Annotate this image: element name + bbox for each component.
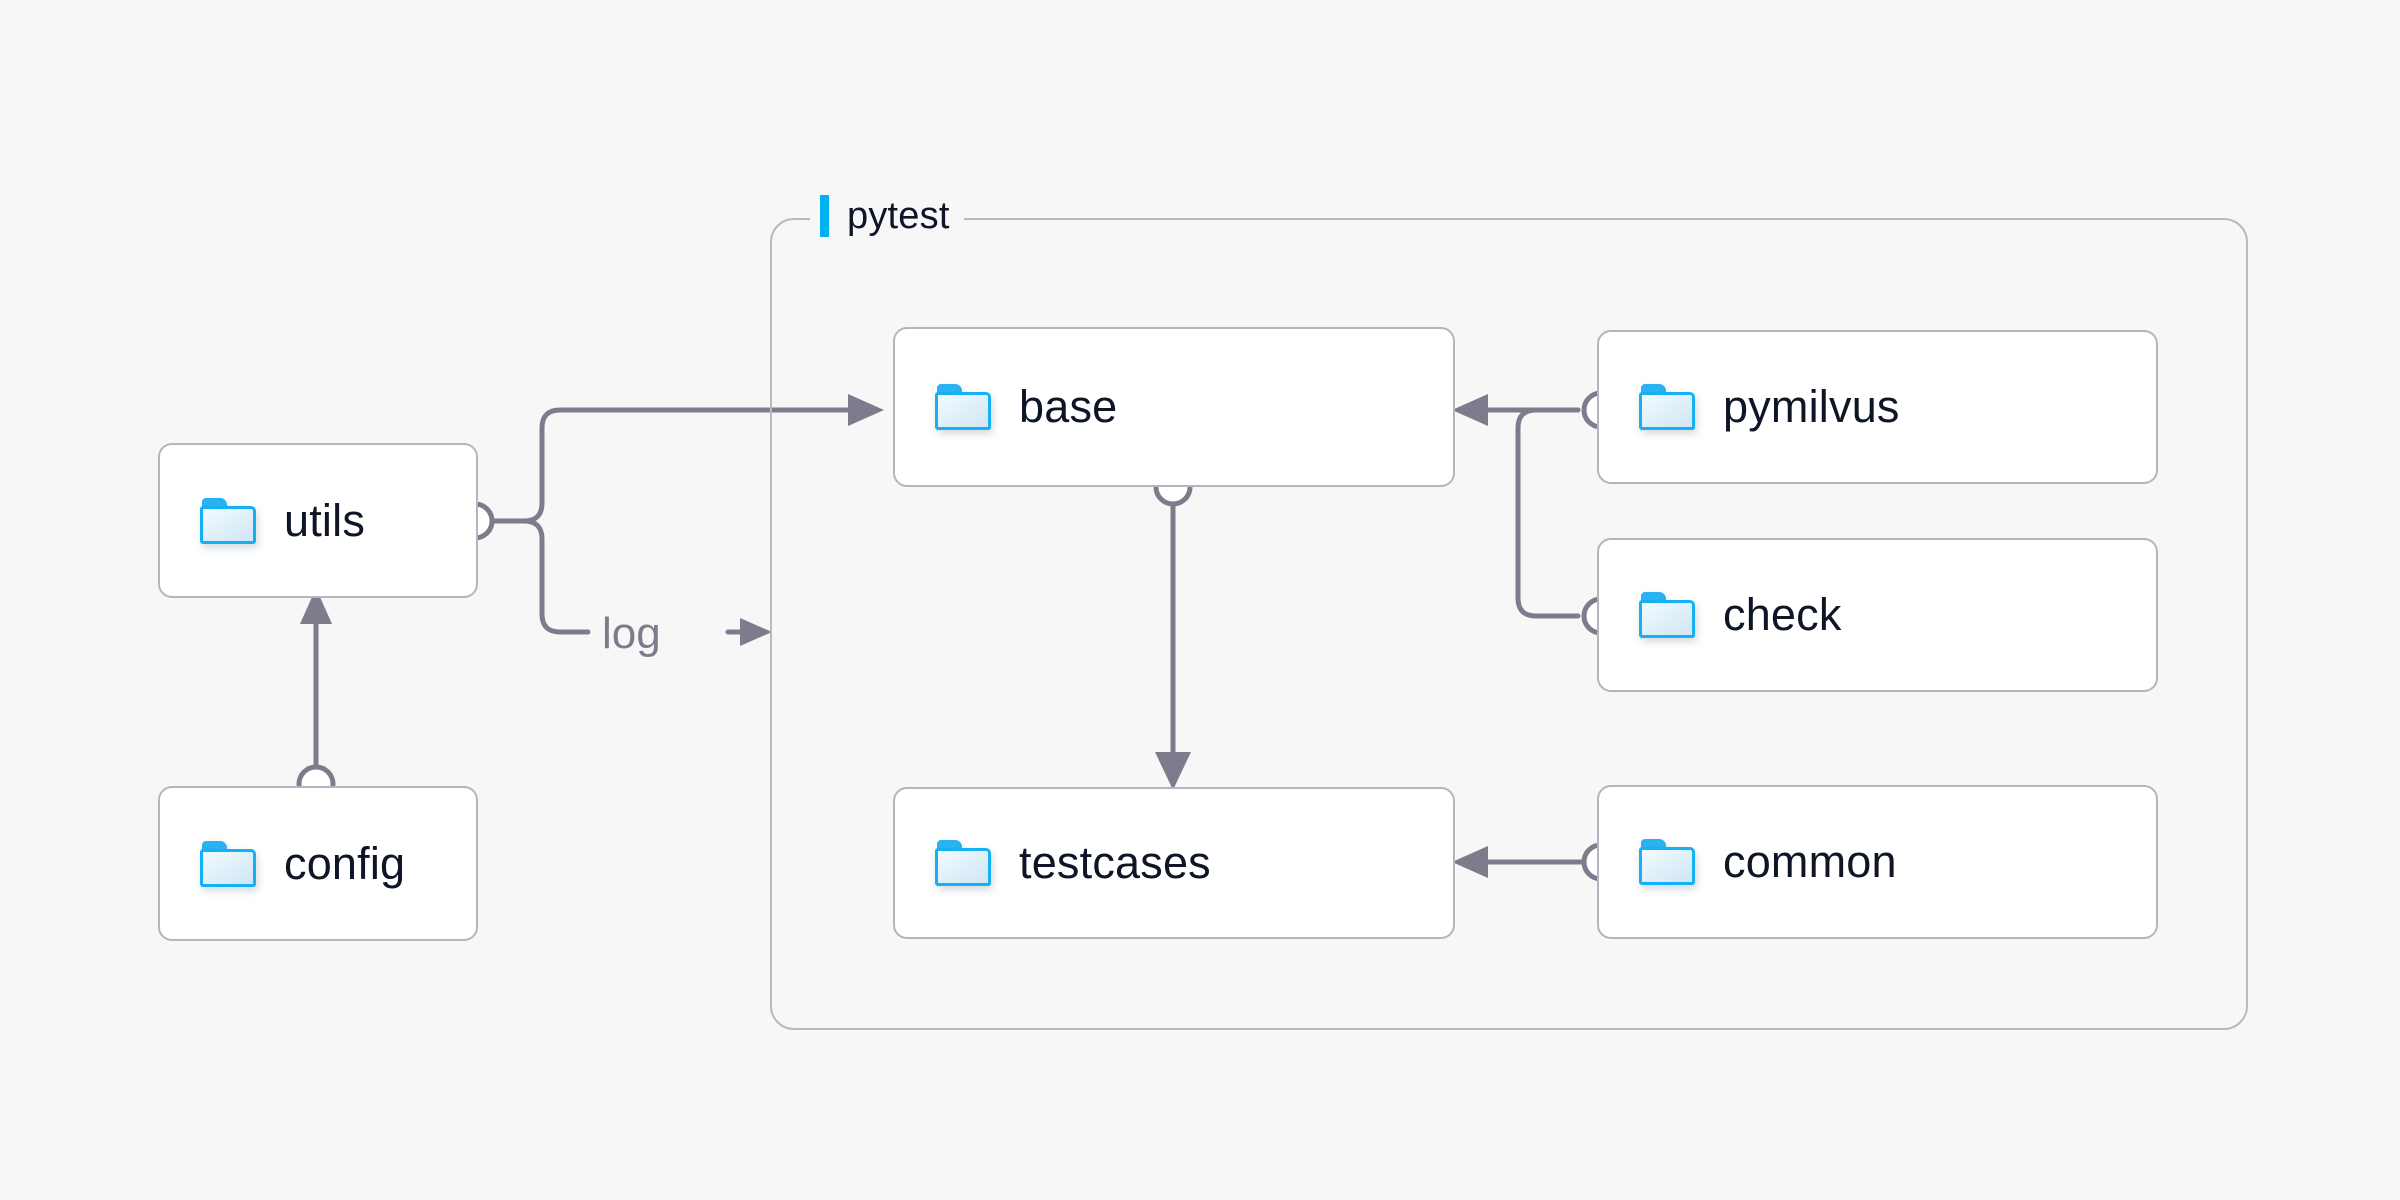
folder-icon	[1639, 384, 1695, 430]
arrow-head-icon	[740, 618, 772, 646]
node-label: check	[1723, 589, 1842, 640]
edge-config-to-utils[interactable]	[296, 588, 336, 804]
node-label: config	[284, 837, 406, 889]
edge-path	[489, 518, 591, 635]
node-testcases[interactable]: testcases	[893, 787, 1455, 939]
folder-icon	[935, 840, 991, 886]
group-pytest[interactable]	[770, 218, 2248, 1030]
node-check[interactable]: check	[1597, 538, 2158, 692]
folder-icon	[1639, 592, 1695, 638]
node-label: pymilvus	[1723, 381, 1900, 432]
edge-utils-to-pytest-log[interactable]: log	[489, 518, 772, 658]
node-common[interactable]: common	[1597, 785, 2158, 939]
node-label: testcases	[1019, 837, 1211, 888]
folder-icon	[200, 497, 256, 544]
node-label: utils	[284, 494, 366, 546]
node-label: common	[1723, 836, 1897, 887]
group-title: pytest	[847, 194, 950, 237]
edge-label-log: log	[602, 609, 661, 658]
node-pymilvus[interactable]: pymilvus	[1597, 330, 2158, 484]
folder-icon	[1639, 839, 1695, 885]
node-utils[interactable]: utils	[158, 443, 478, 598]
node-label: base	[1019, 381, 1118, 432]
group-accent-bar	[820, 195, 829, 237]
folder-icon	[200, 840, 256, 887]
node-config[interactable]: config	[158, 786, 478, 941]
group-pytest-label: pytest	[810, 190, 964, 242]
node-base[interactable]: base	[893, 327, 1455, 487]
folder-icon	[935, 384, 991, 430]
